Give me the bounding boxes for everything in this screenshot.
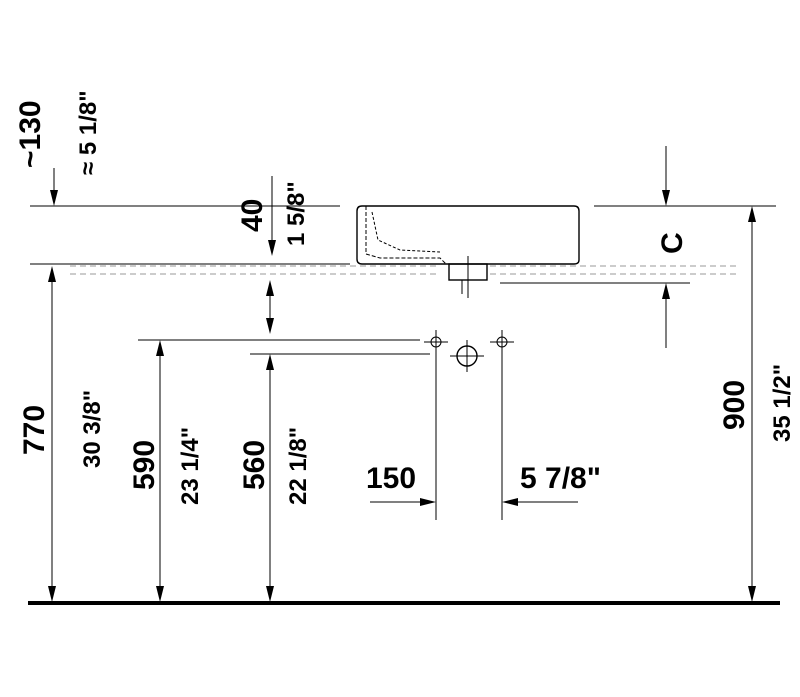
rim-height-in-label: 30 3/8" bbox=[79, 390, 106, 468]
supply-height-mm-label: 590 bbox=[128, 440, 161, 490]
drain-height-mm-label: 560 bbox=[238, 440, 271, 490]
overflow-in-label: ≈ 5 1/8" bbox=[75, 90, 102, 175]
overflow-mm-label: ~130 bbox=[14, 100, 47, 168]
c-label: C bbox=[656, 232, 689, 254]
total-height-mm-label: 900 bbox=[718, 380, 751, 430]
drain-height-in-label: 22 1/8" bbox=[285, 427, 312, 505]
basin-outline bbox=[356, 205, 580, 298]
total-height-in-label: 35 1/2" bbox=[769, 364, 796, 442]
basin-thickness-in-label: 1 5/8" bbox=[283, 181, 310, 246]
basin-thickness-mm-label: 40 bbox=[236, 199, 269, 232]
supply-spacing-in-label: 5 7/8" bbox=[520, 462, 601, 495]
supply-spacing-mm-label: 150 bbox=[366, 462, 416, 495]
supply-height-in-label: 23 1/4" bbox=[177, 427, 204, 505]
supply-connections bbox=[424, 330, 514, 372]
rim-height-mm-label: 770 bbox=[18, 405, 51, 455]
